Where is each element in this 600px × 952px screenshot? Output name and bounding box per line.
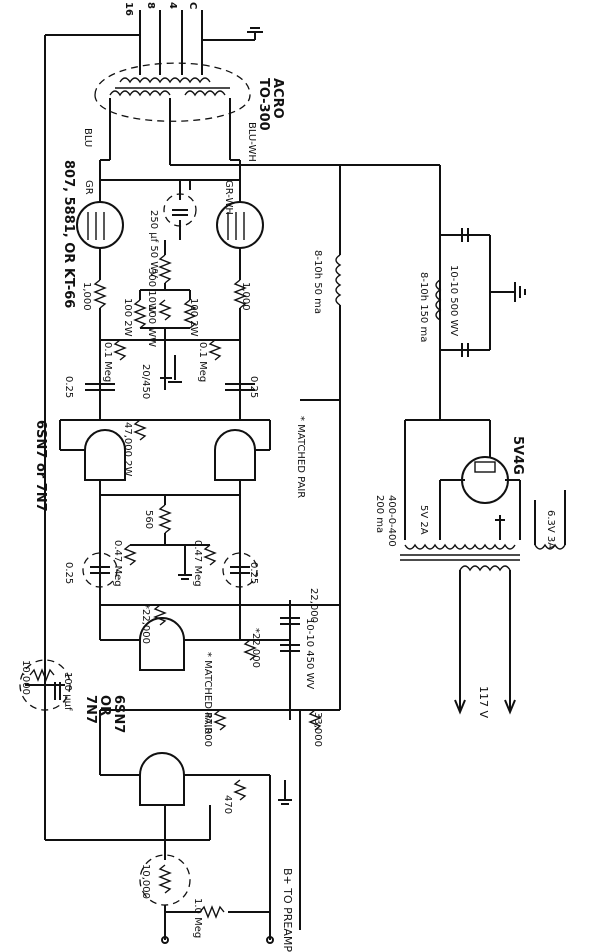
r-47000-2w-label: 47,000 2W [122, 422, 133, 477]
r-1meg-label: 1.0 Meg [192, 898, 203, 939]
r-01meg-b-label: 0.1 Meg [197, 342, 208, 383]
r-560-label: 560 [143, 510, 154, 530]
winding-5v-label: 5V 2A [418, 505, 429, 535]
input-tube-line1: 6SN7 [111, 695, 126, 734]
output-tube-left [76, 159, 124, 249]
r-100pot-label: 100 WW [146, 305, 157, 348]
coupling-caps [82, 552, 258, 588]
r-22000a-label: *22,000 [140, 604, 151, 644]
r-10000-in-label: 10,000 [140, 864, 151, 899]
r-47000-label: 47,000 [202, 712, 213, 747]
cap-20-450-label: 20/450 [140, 364, 151, 400]
r-01meg-a-label: 0.1 Meg [102, 342, 113, 383]
lead-blu: BLU [82, 128, 93, 148]
r-470-label: 470 [222, 795, 233, 815]
matched-pair-upper: * MATCHED PAIR [295, 416, 306, 499]
r-1000a-label: 1,000 [81, 282, 92, 311]
output-tubes-label: 807, 5881, OR KT-66 [61, 160, 76, 309]
lead-blu-wh: BLU-WH [246, 122, 257, 162]
mains-label: 117 V [477, 686, 490, 719]
feedback-network [19, 659, 71, 711]
r-33000-label: 33,000 [312, 712, 323, 747]
output-transformer-model: TO-300 [256, 78, 271, 131]
lead-gr-wh: GR-WH [223, 180, 234, 215]
output-transformer-brand: ACRO [270, 78, 285, 119]
driver-tube-label: 6SN7 or 7N7 [33, 420, 48, 512]
cap-025c-label: 0.25 [63, 562, 74, 585]
cathode-bypass [163, 180, 197, 240]
r-10000-fb-label: 10,000 [20, 660, 31, 695]
r-100b-label: 100 2W [188, 298, 199, 337]
cap-025d-label: 0.25 [248, 562, 259, 585]
power-transformer-volts: 400-0-400 [386, 495, 397, 547]
input-tube-line3: 7N7 [83, 695, 98, 724]
cap-100uf-label: 100 μμf [62, 672, 73, 711]
r-047a-label: 0.47 Meg [112, 540, 123, 587]
r-100a-label: 100 2W [122, 298, 133, 337]
cap-10-10-label: 10-10 450 WV [304, 618, 315, 690]
r-047b-label: 0.47 Meg [192, 540, 203, 587]
bias-network [85, 240, 255, 420]
terminal-16: 16 [123, 2, 134, 16]
cap-025b-label: 0.25 [248, 376, 259, 399]
power-supply [400, 165, 566, 715]
input-network [139, 854, 274, 944]
bplus-bus [300, 165, 342, 710]
filter-cap-label: 10-10 500 WV [448, 265, 459, 337]
lead-gr: GR [83, 180, 94, 195]
r-1000b-label: 1,000 [240, 282, 251, 311]
winding-63v-label: 6.3V 3A [545, 510, 556, 550]
r-22000c-label: *22,000 [250, 628, 261, 668]
bplus-label: B+ TO PREAMP [281, 868, 294, 952]
choke-50-label: 8-10h 50 ma [312, 250, 323, 314]
terminal-c: C [187, 2, 198, 10]
phase-splitter-tube [100, 600, 340, 720]
rectifier-label: 5V4G [510, 436, 525, 475]
input-tube-line2: OR [97, 695, 112, 717]
output-transformer [44, 10, 440, 840]
power-transformer-ma: 200 ma [374, 495, 385, 534]
cap-025a-label: 0.25 [63, 376, 74, 399]
driver-tube [59, 419, 271, 640]
choke-150-label: 8-10h 150 ma [418, 272, 429, 343]
terminal-8: 8 [145, 2, 156, 9]
terminal-4: 4 [167, 2, 178, 9]
